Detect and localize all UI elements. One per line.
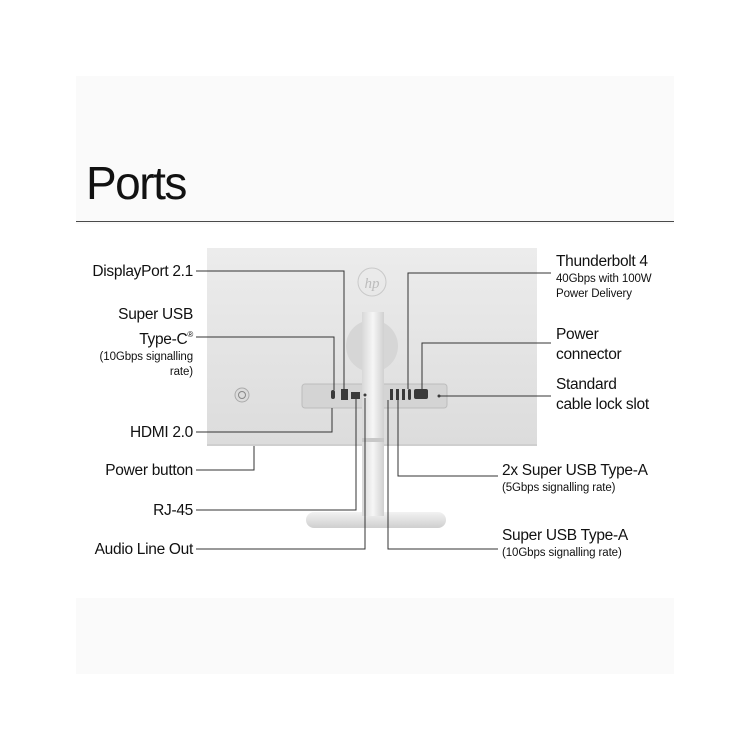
header-band	[76, 76, 674, 224]
usb-a-port-icon	[390, 389, 393, 400]
hp-logo: hp	[357, 267, 387, 297]
power-connector-icon	[414, 389, 428, 399]
label-usb-c: Super USB Type-C® (10Gbps signalling rat…	[99, 306, 194, 378]
label-usb-a-10gbps: Super USB Type-A (10Gbps signalling rate…	[502, 527, 628, 559]
footer-band	[76, 598, 674, 674]
usb-c-port-icon	[331, 390, 335, 399]
label-usb-a-5gbps: 2x Super USB Type-A (5Gbps signalling ra…	[502, 462, 648, 494]
thunderbolt-port-icon	[408, 389, 411, 400]
cable-lock-slot-icon	[437, 394, 441, 398]
leader-lines	[196, 270, 551, 550]
usb-a-port-icon	[402, 389, 405, 400]
label-power-connector: Power connector	[556, 326, 622, 363]
label-cable-lock: Standard cable lock slot	[556, 376, 649, 413]
rj45-port-icon	[351, 392, 360, 399]
usb-a-port-icon	[396, 389, 399, 400]
label-power-button: Power button	[105, 462, 193, 479]
label-rj45: RJ-45	[153, 502, 193, 519]
label-audio-line-out: Audio Line Out	[94, 541, 194, 558]
audio-jack-icon	[363, 393, 367, 397]
title-divider	[76, 221, 674, 222]
stand	[306, 312, 446, 528]
label-hdmi: HDMI 2.0	[129, 424, 193, 441]
power-button-icon	[234, 387, 250, 403]
hp-logo-text: hp	[365, 276, 381, 292]
label-thunderbolt: Thunderbolt 4 40Gbps with 100W Power Del…	[556, 253, 652, 300]
page-title: Ports	[86, 157, 187, 209]
displayport-port-icon	[341, 389, 348, 400]
port-glyphs	[331, 389, 441, 400]
label-displayport: DisplayPort 2.1	[92, 263, 193, 280]
